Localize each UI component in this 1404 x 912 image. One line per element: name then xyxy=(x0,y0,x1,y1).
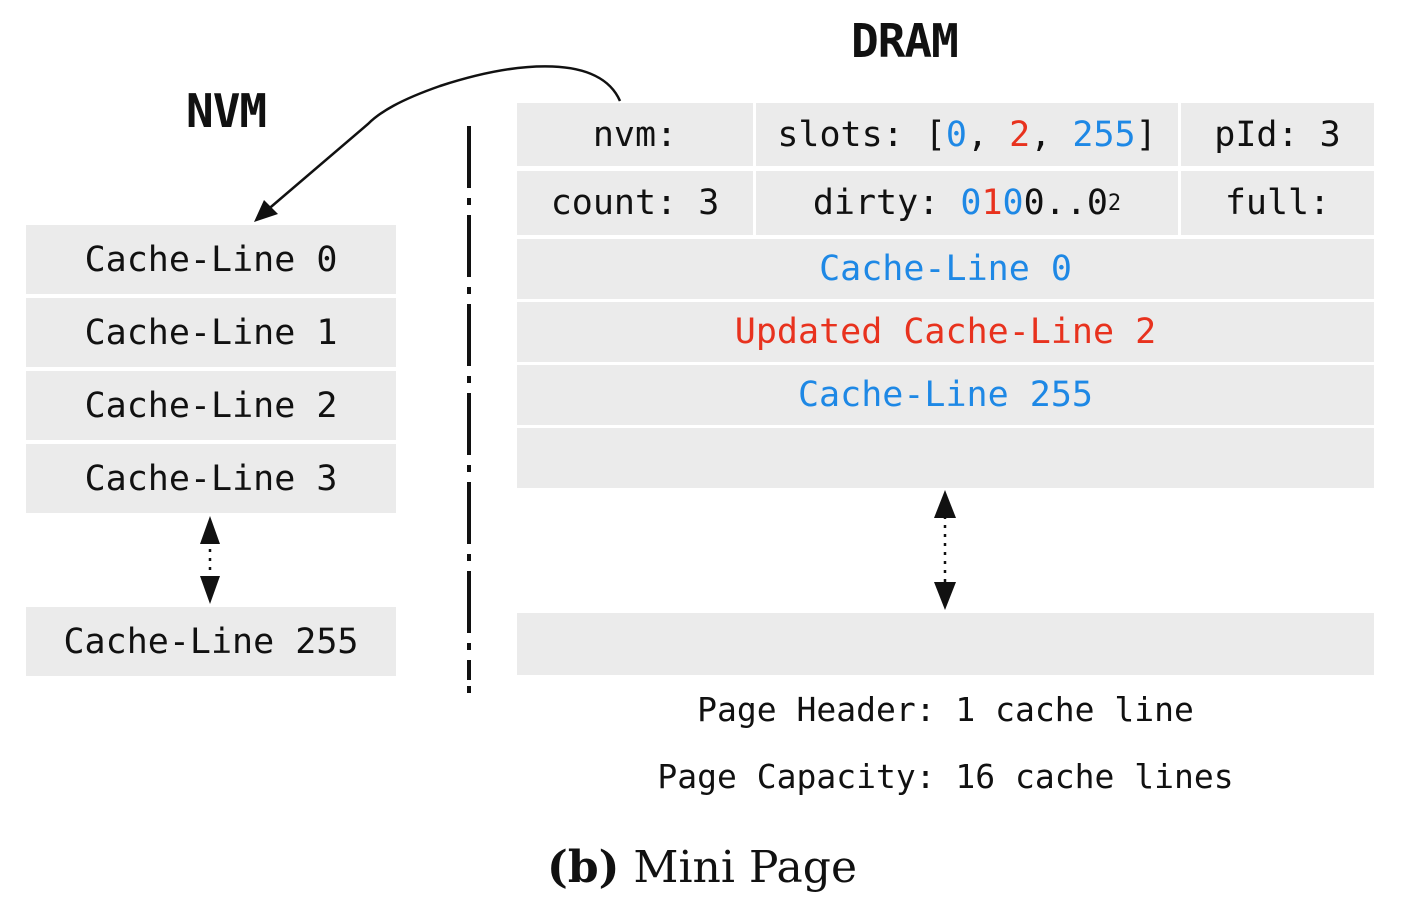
nvm-cache-line: Cache-Line 1 xyxy=(26,298,396,367)
figure-caption-label: (b) xyxy=(547,842,620,893)
dram-cache-line: Cache-Line 255 xyxy=(517,365,1374,425)
slot-value-0: 0 xyxy=(945,114,967,155)
nvm-title: NVM xyxy=(186,84,267,138)
dirty-prefix: dirty: xyxy=(812,183,961,223)
nvm-pointer-arrowhead xyxy=(254,200,278,222)
nvm-cache-line: Cache-Line 3 xyxy=(26,444,396,513)
dram-empty-slot xyxy=(517,428,1374,488)
header-nvm-field: nvm: xyxy=(517,103,753,166)
figure-caption: (b) Mini Page xyxy=(0,842,1404,893)
dram-empty-slot-last xyxy=(517,613,1374,675)
dirty-bit: 0 xyxy=(1002,183,1024,223)
dram-updated-cache-line: Updated Cache-Line 2 xyxy=(517,302,1374,362)
dram-ellipsis-arrow xyxy=(934,490,956,610)
dirty-subscript: 2 xyxy=(1107,190,1122,216)
figure-caption-text: Mini Page xyxy=(619,842,857,893)
nvm-ellipsis-arrow xyxy=(200,516,220,604)
header-pid-field: pId: 3 xyxy=(1181,103,1374,166)
dram-cache-line: Cache-Line 0 xyxy=(517,239,1374,299)
page-header-caption: Page Header: 1 cache line xyxy=(697,690,1194,729)
header-slots-field: slots: [0, 2, 255] xyxy=(756,103,1178,166)
dirty-bit: 1 xyxy=(981,183,1003,223)
slot-value-255: 255 xyxy=(1072,114,1136,155)
slots-separator: , xyxy=(1030,114,1073,155)
nvm-cache-line-last: Cache-Line 255 xyxy=(26,607,396,676)
nvm-cache-line: Cache-Line 2 xyxy=(26,371,396,440)
slots-suffix: ] xyxy=(1135,114,1157,155)
dirty-bit: 0 xyxy=(960,183,982,223)
dirty-bit: 0 xyxy=(1023,183,1045,223)
page-capacity-caption: Page Capacity: 16 cache lines xyxy=(657,757,1234,796)
slots-prefix: slots: [ xyxy=(777,114,946,155)
dirty-tail: ..0 xyxy=(1044,183,1108,223)
slots-separator: , xyxy=(966,114,1010,155)
header-count-field: count: 3 xyxy=(517,171,753,235)
header-full-field: full: xyxy=(1181,171,1374,235)
slot-value-2: 2 xyxy=(1009,114,1031,155)
nvm-pointer-arrow xyxy=(257,65,622,219)
dram-title: DRAM xyxy=(851,14,959,68)
nvm-cache-line: Cache-Line 0 xyxy=(26,225,396,294)
